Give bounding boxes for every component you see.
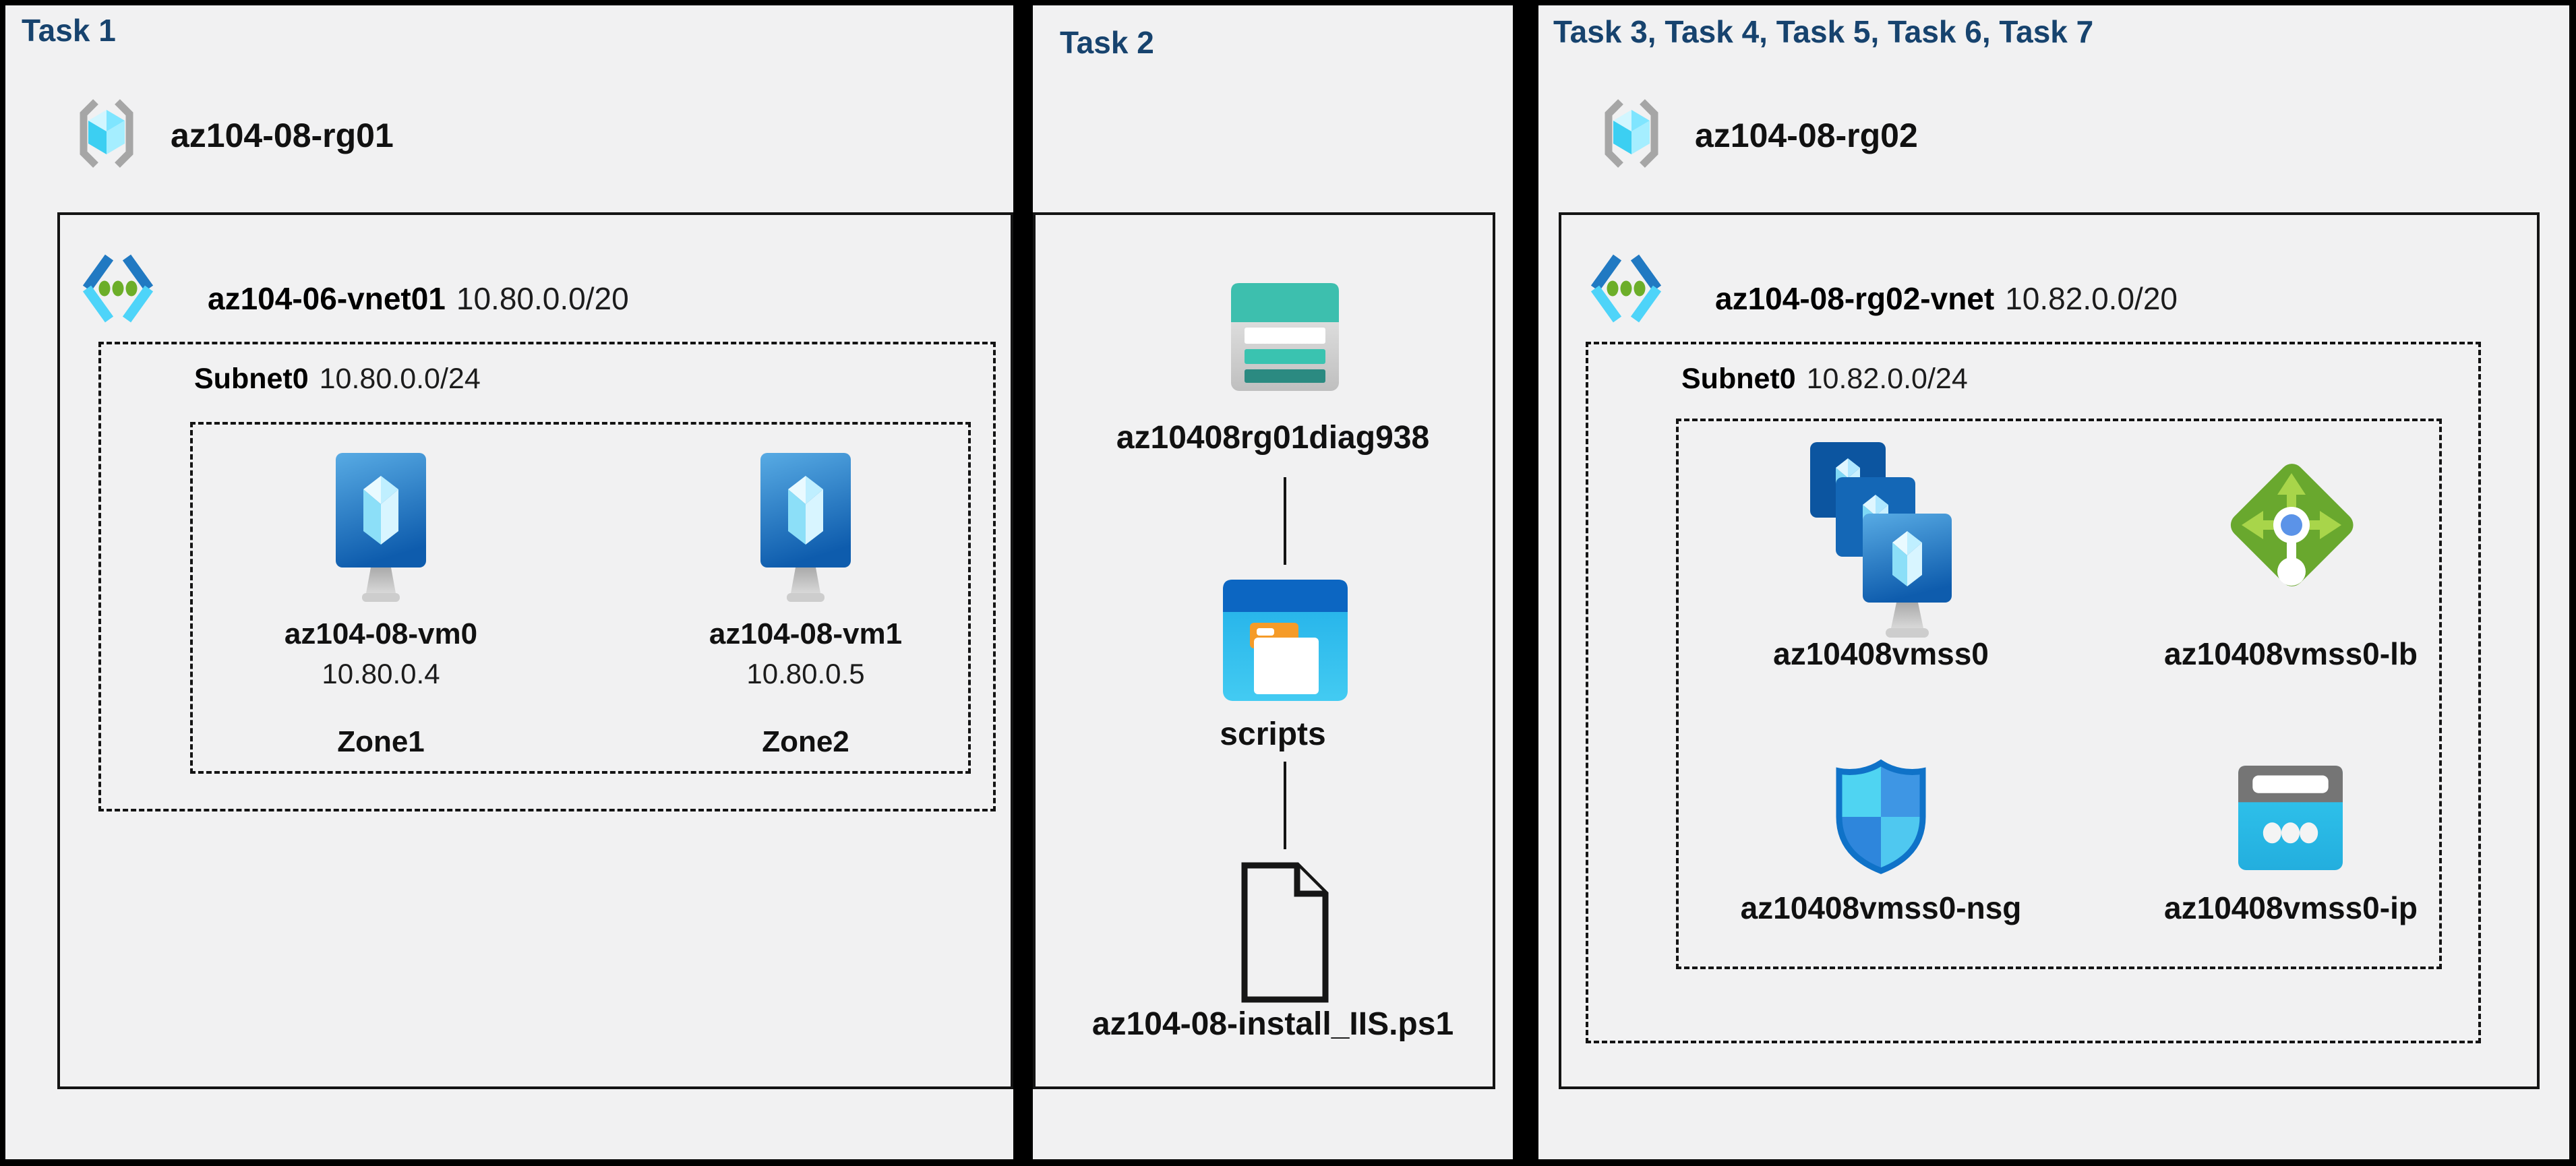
virtual-network-icon (1586, 253, 1667, 327)
resource-group-label: az104-08-rg02 (1695, 117, 1918, 154)
vmss-label: az10408vmss0 (1773, 636, 1989, 671)
task1-title: Task 1 (22, 13, 116, 48)
vnet-name: az104-08-rg02-vnet (1715, 281, 1995, 316)
task2-title: Task 2 (1060, 25, 1154, 60)
connector-line (1284, 762, 1286, 849)
subnet-label: Subnet0 10.82.0.0/24 (1681, 363, 1968, 396)
virtual-machine-icon (330, 453, 431, 610)
vm-label-block: az104-08-vm0 10.80.0.4 Zone1 (239, 617, 522, 759)
virtual-machine-icon (755, 453, 856, 610)
load-balancer-icon (2223, 458, 2360, 603)
file-icon (1238, 860, 1332, 1008)
panel-task3: Task 3, Task 4, Task 5, Task 6, Task 7 a… (1538, 5, 2569, 1159)
vm-name: az104-08-vm0 (284, 617, 478, 650)
subnet-name: Subnet0 (194, 363, 309, 395)
blob-container-icon (1223, 580, 1348, 704)
nsg-label: az10408vmss0-nsg (1740, 890, 2022, 925)
vnet-cidr: 10.80.0.0/20 (456, 281, 629, 316)
resource-group-label: az104-08-rg01 (171, 117, 394, 154)
vm-ip: 10.80.0.5 (746, 658, 865, 689)
vm-name: az104-08-vm1 (709, 617, 903, 650)
virtual-network-icon (78, 253, 158, 327)
resource-group-icon (73, 96, 140, 174)
vnet-cidr: 10.82.0.0/20 (2005, 281, 2178, 316)
file-label: az104-08-install_IIS.ps1 (1091, 1006, 1454, 1042)
subnet-label: Subnet0 10.80.0.0/24 (194, 363, 481, 396)
vnet-label: az104-08-rg02-vnet 10.82.0.0/20 (1715, 280, 2178, 317)
public-ip-icon (2238, 766, 2343, 873)
vnet-label: az104-06-vnet01 10.80.0.0/20 (208, 280, 629, 317)
subnet-name: Subnet0 (1681, 363, 1796, 395)
subnet-cidr: 10.82.0.0/24 (1806, 363, 1968, 395)
subnet-box (1586, 342, 2481, 1043)
panel-task1: Task 1 az104-08-rg01 az104-06-vnet01 10.8… (5, 5, 1013, 1159)
nsg-icon (1834, 759, 1928, 878)
container-label: scripts (1220, 716, 1326, 752)
storage-account-label: az10408rg01diag938 (1116, 420, 1430, 456)
vnet-box (57, 212, 1013, 1089)
vm-zone: Zone1 (337, 725, 425, 758)
vmss-icon (1803, 442, 1958, 648)
vmss-group-box (1676, 419, 2442, 969)
resource-group-icon (1598, 96, 1665, 174)
connector-line (1284, 477, 1286, 565)
storage-account-icon (1231, 283, 1339, 394)
vnet-box (1559, 212, 2540, 1089)
load-balancer-label: az10408vmss0-lb (2164, 636, 2418, 671)
task2-box (1033, 212, 1495, 1089)
panel-task2: Task 2 az10408rg01diag938 scripts (1033, 5, 1513, 1159)
vm-group-box (190, 422, 971, 774)
task3-title: Task 3, Task 4, Task 5, Task 6, Task 7 (1553, 14, 2094, 49)
subnet-cidr: 10.80.0.0/24 (319, 363, 481, 395)
vm-ip: 10.80.0.4 (322, 658, 440, 689)
vm-label-block: az104-08-vm1 10.80.0.5 Zone2 (664, 617, 947, 759)
public-ip-label: az10408vmss0-ip (2164, 890, 2418, 925)
vm-zone: Zone2 (762, 725, 849, 758)
vnet-name: az104-06-vnet01 (208, 281, 446, 316)
subnet-box (98, 342, 996, 811)
